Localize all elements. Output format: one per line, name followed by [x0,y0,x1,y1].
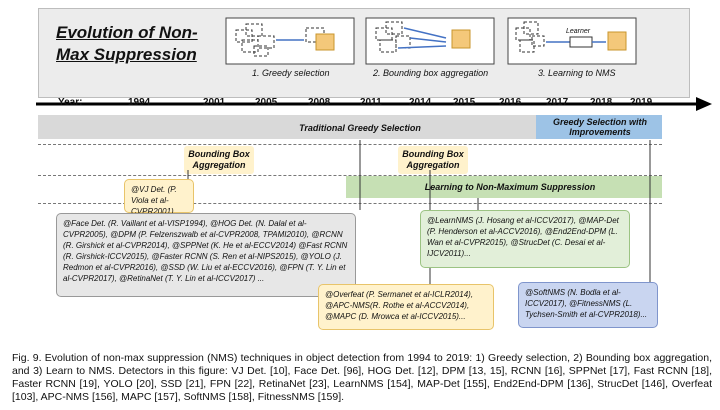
year-2019: 2019 [630,97,653,108]
year-2011: 2011 [360,97,382,108]
scheme-caption-1: 1. Greedy selection [252,68,330,78]
divider-2 [38,175,662,176]
learning-detectors-box: @LearnNMS (J. Hosang et al-ICCV2017), @M… [420,210,630,268]
softnms-detectors-box: @SoftNMS (N. Bodla et al-ICCV2017), @Fit… [518,282,658,328]
timeline-arrow [36,97,712,111]
year-2016: 2016 [499,97,522,108]
year-2008: 2008 [308,97,331,108]
band-greedy-improved [536,115,662,139]
divider-1 [38,144,662,145]
greedy-selection-diagram [225,17,355,65]
band-greedy-improved-label: Greedy Selection with Improvements [552,117,648,137]
scheme-illustrations [225,17,637,65]
divider-3 [38,203,662,204]
year-2017: 2017 [546,97,569,108]
year-2015: 2015 [453,97,476,108]
year-2018: 2018 [590,97,613,108]
year-1994: 1994 [128,97,151,108]
learning-to-nms-diagram [507,17,637,65]
bounding-box-aggregation-diagram [365,17,495,65]
band-greedy-label: Traditional Greedy Selection [299,123,421,133]
aggregation-detectors-box: @Overfeat (P. Sermanet et al-ICLR2014), … [318,284,494,330]
scheme-caption-2: 2. Bounding box aggregation [373,68,489,78]
figure-caption: Fig. 9. Evolution of non-max suppression… [12,352,712,403]
timeline-axis-label: Year: [58,97,83,108]
bbox-aggregation-tag-1: Bounding Box Aggregation [184,146,254,174]
year-2001: 2001 [203,97,226,108]
year-2014: 2014 [409,97,432,108]
year-2005: 2005 [255,97,278,108]
traditional-detectors-box: @Face Det. (R. Vaillant et al-VISP1994),… [56,213,356,297]
band-greedy [38,115,536,139]
bbox-aggregation-tag-2: Bounding Box Aggregation [398,146,468,174]
vj-det-box: @VJ Det. (P. Viola et al-CVPR2001) [124,179,194,216]
band-learning-label: Learning to Non-Maximum Suppression [424,182,596,192]
learner-label: Learner [566,28,591,35]
figure-title: Evolution of Non-Max Suppression [56,23,198,64]
band-learning [346,176,662,198]
scheme-caption-3: 3. Learning to NMS [538,68,616,78]
